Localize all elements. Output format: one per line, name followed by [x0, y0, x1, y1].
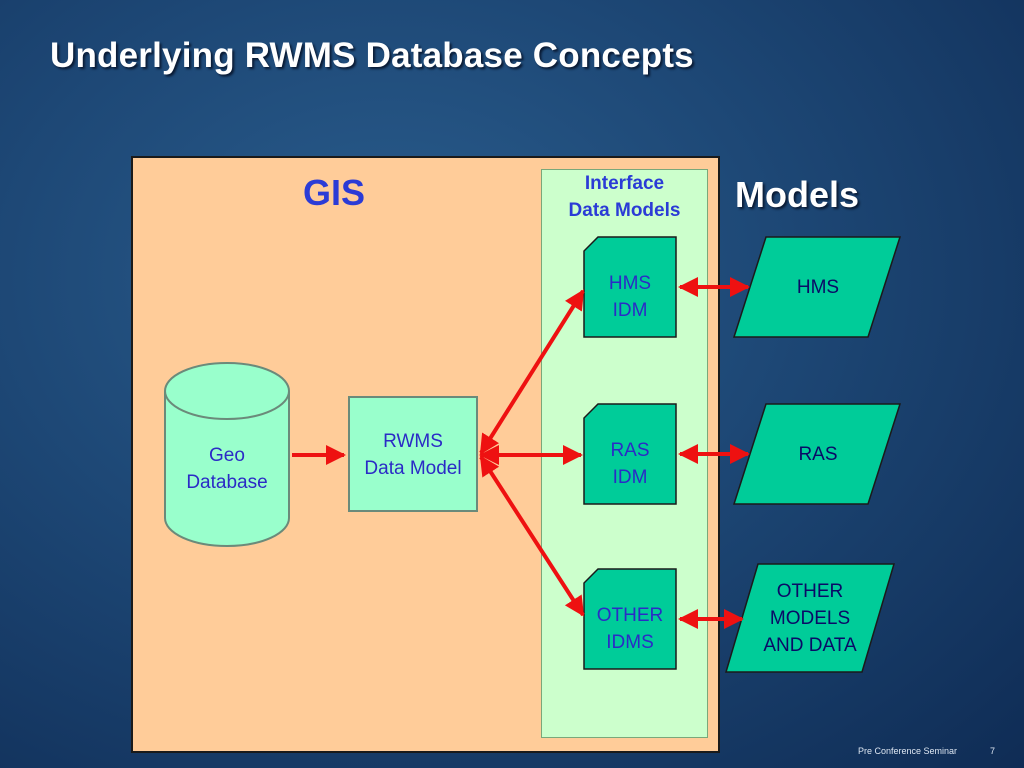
rwms-data-model-box — [348, 396, 478, 512]
geo-database-cylinder — [164, 362, 290, 547]
ras-idm-shape — [583, 403, 677, 505]
models-label: Models — [735, 174, 860, 215]
rwms-data-model-label: RWMS Data Model — [348, 428, 478, 482]
geo-database-line2: Database — [186, 472, 268, 493]
other-models-line2: MODELS — [769, 608, 851, 629]
other-models-label: OTHER MODELS AND DATA — [742, 578, 878, 659]
ras-idm-line1: RAS — [610, 440, 650, 461]
other-idms-line1: OTHER — [596, 605, 664, 626]
arrow-rwms-hms-idm — [479, 289, 585, 455]
arrow-rwms-other-idms — [479, 455, 585, 617]
other-idms-label: OTHER IDMS — [584, 602, 676, 656]
geo-database-line1: Geo — [209, 445, 245, 466]
interface-title-line2: Data Models — [568, 200, 681, 221]
hms-idm-line1: HMS — [608, 273, 652, 294]
ras-model-shape — [732, 403, 902, 505]
ras-model-line1: RAS — [798, 444, 838, 465]
hms-model-line1: HMS — [796, 277, 840, 298]
hms-idm-shape — [583, 236, 677, 338]
hms-idm-label: HMS IDM — [584, 270, 676, 324]
rwms-line2: Data Model — [364, 458, 462, 479]
footer-page-number: 7 — [990, 746, 996, 756]
other-models-line1: OTHER — [776, 581, 844, 602]
ras-idm-line2: IDM — [612, 467, 648, 488]
other-idms-shape — [583, 568, 677, 670]
other-models-line3: AND DATA — [763, 635, 857, 656]
interface-title-line1: Interface — [584, 173, 665, 194]
interface-data-models-title: Interface Data Models — [541, 170, 708, 224]
hms-model-label: HMS — [752, 274, 884, 301]
gis-label: GIS — [302, 172, 365, 213]
geo-database-label: Geo Database — [165, 442, 289, 496]
footer-seminar: Pre Conference Seminar — [858, 746, 958, 756]
other-models-shape — [724, 563, 896, 673]
other-idms-line2: IDMS — [606, 632, 654, 653]
slide-title: Underlying RWMS Database Concepts — [50, 36, 694, 75]
ras-idm-label: RAS IDM — [584, 437, 676, 491]
hms-idm-line2: IDM — [612, 300, 648, 321]
rwms-line1: RWMS — [383, 431, 443, 452]
hms-model-shape — [732, 236, 902, 338]
ras-model-label: RAS — [752, 441, 884, 468]
